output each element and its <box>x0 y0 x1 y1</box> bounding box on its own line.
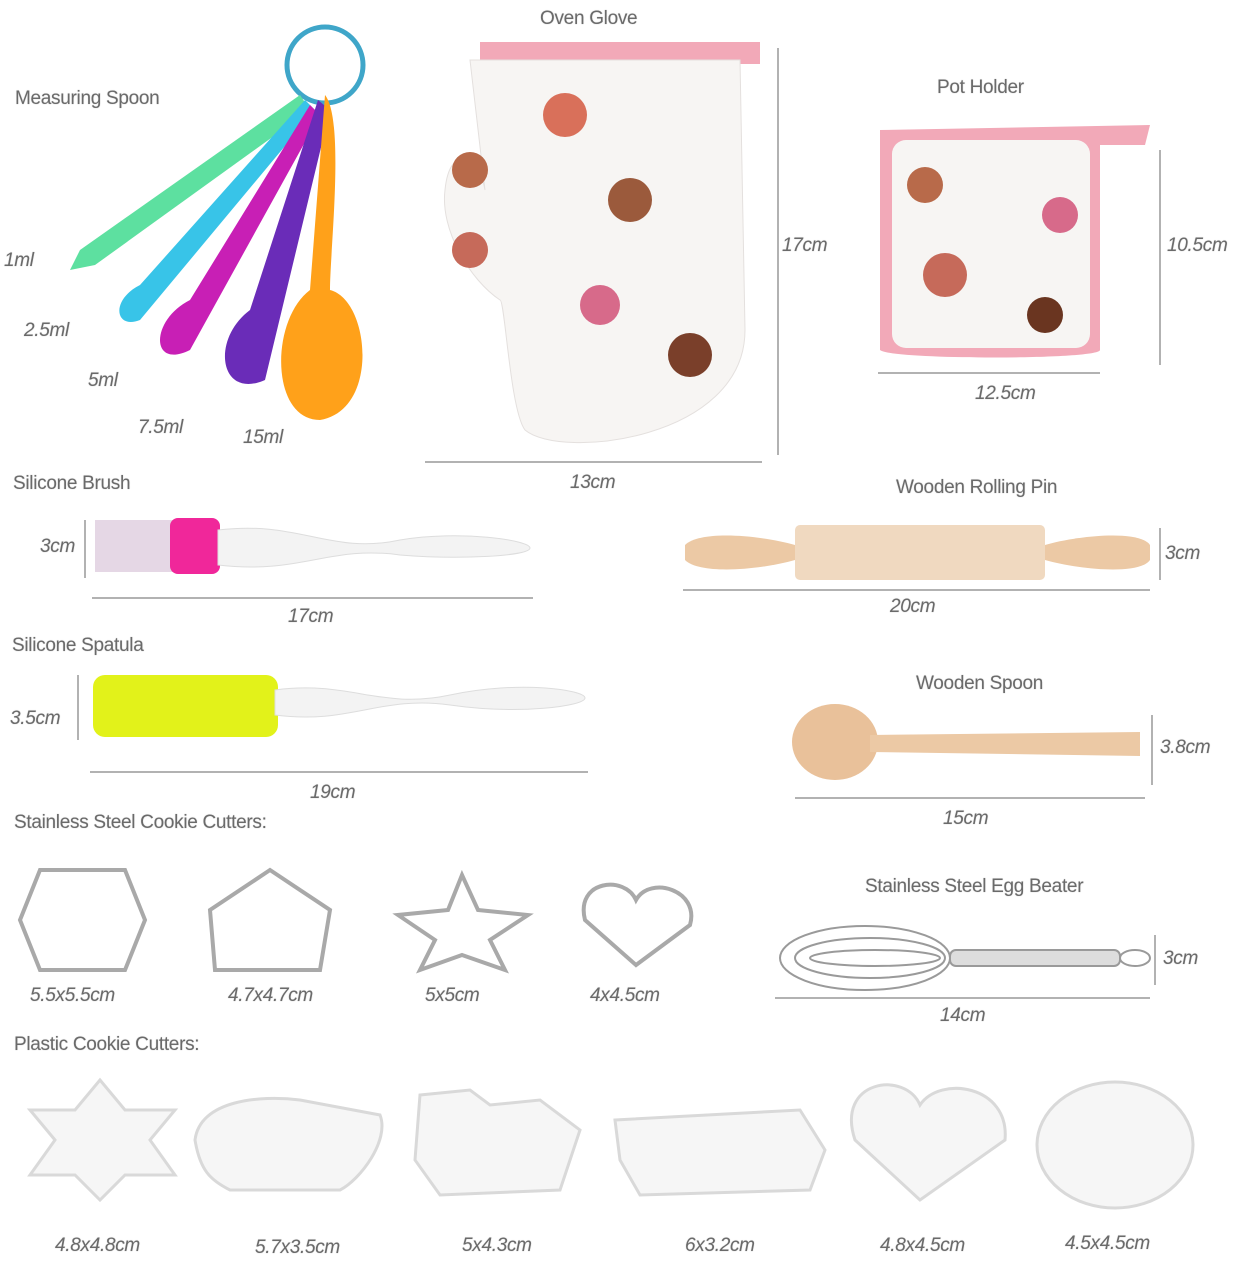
silicone-spatula-title: Silicone Spatula <box>12 635 144 656</box>
silicone-brush-height: 3cm <box>40 536 75 557</box>
pot-holder-width: 12.5cm <box>975 383 1036 404</box>
steel-cutter-size: 5x5cm <box>425 985 480 1006</box>
measuring-spoon-title: Measuring Spoon <box>15 88 160 109</box>
spoon-size-label: 1ml <box>4 250 34 271</box>
steel-cookie-cutters-image <box>17 867 694 974</box>
plastic-cutter-size: 4.8x4.8cm <box>55 1235 140 1256</box>
oven-glove-title: Oven Glove <box>540 8 638 29</box>
spoon-size-label: 5ml <box>88 370 118 391</box>
pot-holder-title: Pot Holder <box>937 77 1024 98</box>
wooden-spoon-title: Wooden Spoon <box>916 673 1044 694</box>
oven-glove-height: 17cm <box>782 235 828 256</box>
egg-beater-title: Stainless Steel Egg Beater <box>865 876 1084 897</box>
plastic-cutter-size: 5.7x3.5cm <box>255 1237 340 1258</box>
plastic-cutter-size: 4.5x4.5cm <box>1065 1233 1150 1254</box>
steel-cutter-size: 5.5x5.5cm <box>30 985 115 1006</box>
spoon-size-label: 15ml <box>243 427 283 448</box>
wooden-spoon-height: 3.8cm <box>1160 737 1211 758</box>
plastic-cutter-size: 5x4.3cm <box>462 1235 532 1256</box>
steel-cutter-size: 4.7x4.7cm <box>228 985 313 1006</box>
rolling-pin-length: 20cm <box>890 596 936 617</box>
steel-cutter-size: 4x4.5cm <box>590 985 660 1006</box>
wooden-spoon-image <box>792 704 1153 799</box>
egg-beater-image <box>775 925 1156 999</box>
silicone-brush-length: 17cm <box>288 606 334 627</box>
oven-glove-width: 13cm <box>570 472 616 493</box>
plastic-cutters-title: Plastic Cookie Cutters: <box>14 1034 200 1055</box>
steel-cutters-title: Stainless Steel Cookie Cutters: <box>14 812 267 833</box>
oven-glove-image <box>425 42 779 463</box>
plastic-cookie-cutters-image <box>26 1077 1195 1210</box>
measuring-spoons-image <box>70 24 366 420</box>
silicone-brush-image <box>84 518 533 599</box>
plastic-cutter-size: 4.8x4.5cm <box>880 1235 965 1256</box>
rolling-pin-height: 3cm <box>1165 543 1200 564</box>
plastic-cutter-size: 6x3.2cm <box>685 1235 755 1256</box>
silicone-brush-title: Silicone Brush <box>13 473 131 494</box>
rolling-pin-image <box>683 525 1161 591</box>
egg-beater-height: 3cm <box>1163 948 1198 969</box>
rolling-pin-title: Wooden Rolling Pin <box>896 477 1058 498</box>
egg-beater-length: 14cm <box>940 1005 986 1026</box>
silicone-spatula-height: 3.5cm <box>10 708 61 729</box>
wooden-spoon-length: 15cm <box>943 808 989 829</box>
spoon-size-label: 7.5ml <box>138 417 183 438</box>
pot-holder-height: 10.5cm <box>1167 235 1228 256</box>
silicone-spatula-image <box>77 675 588 773</box>
spoon-size-label: 2.5ml <box>24 320 69 341</box>
pot-holder-image <box>878 125 1161 374</box>
silicone-spatula-length: 19cm <box>310 782 356 803</box>
